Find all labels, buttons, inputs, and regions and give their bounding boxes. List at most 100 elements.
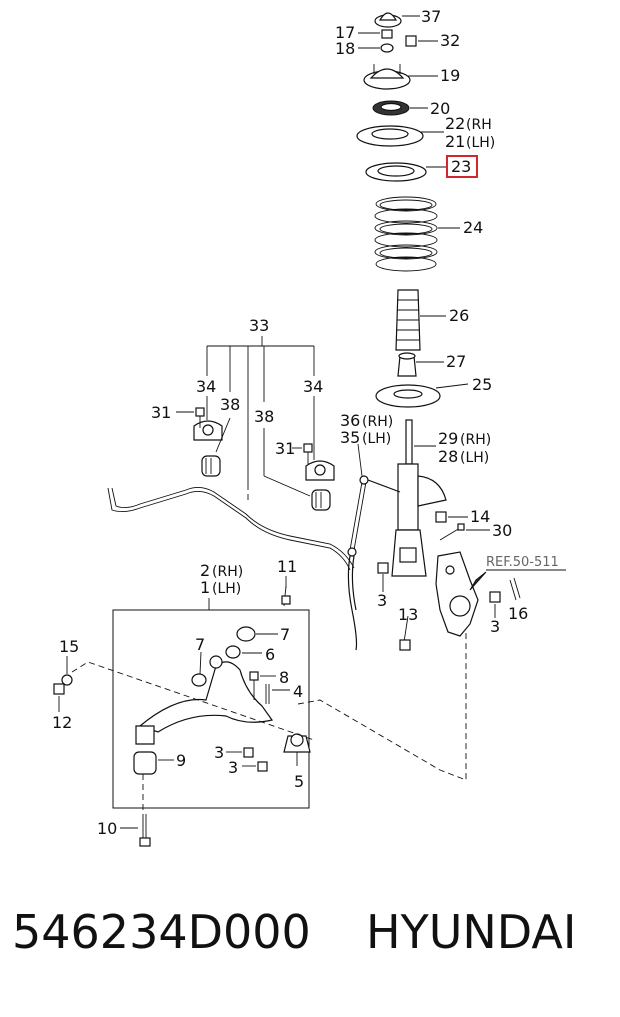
callout-11: 11 [277, 557, 297, 576]
callout-35-side: (LH) [362, 431, 391, 447]
callout-29: 29 [438, 429, 458, 448]
brand-name: HYUNDAI [366, 905, 577, 959]
bushing-7-right[interactable] [236, 626, 256, 642]
callout-12: 12 [52, 713, 72, 732]
callout-16: 16 [508, 604, 528, 623]
callout-27: 27 [446, 352, 466, 371]
nut-3-link[interactable] [377, 562, 389, 574]
callout-10: 10 [97, 819, 117, 838]
callout-1: 1 [200, 578, 210, 597]
callout-15: 15 [59, 637, 79, 656]
bolt-31-left[interactable] [195, 407, 205, 428]
nut-14[interactable] [435, 511, 447, 523]
callout-19: 19 [440, 66, 460, 85]
bolt-11[interactable] [281, 585, 291, 607]
bushing-7-left[interactable] [191, 673, 207, 687]
exploded-parts-diagram: 37 17 18 32 19 20 22 (RH 21 (LH) 23 [52, 7, 566, 847]
ball-joint-5[interactable] [283, 733, 311, 766]
part-number: 546234D000 [12, 905, 311, 959]
callout-25: 25 [472, 375, 492, 394]
callout-35: 35 [340, 428, 360, 447]
bump-stopper-27[interactable] [397, 352, 417, 377]
bolt-10[interactable] [139, 814, 151, 847]
bushing-9[interactable] [133, 751, 157, 775]
callout-23: 23 [451, 157, 471, 176]
callout-4: 4 [293, 682, 303, 701]
reference-arrow [469, 571, 487, 591]
callout-7-left: 7 [195, 635, 205, 654]
steering-knuckle[interactable] [435, 551, 479, 637]
nut-17[interactable] [381, 29, 393, 39]
callout-28-side: (LH) [460, 450, 489, 466]
bolt-13[interactable] [399, 615, 411, 651]
strut-mount-19[interactable] [363, 64, 411, 90]
callout-32: 32 [440, 31, 460, 50]
callout-33: 33 [249, 316, 269, 335]
product-footer: 546234D000 HYUNDAI [0, 905, 620, 985]
highlight-box-23[interactable] [446, 155, 478, 178]
callout-3-arm-a: 3 [214, 743, 224, 762]
callout-8: 8 [279, 668, 289, 687]
spring-pad-23[interactable] [365, 162, 427, 182]
coil-spring-24[interactable] [374, 196, 438, 272]
callout-13: 13 [398, 605, 418, 624]
callout-36-side: (RH) [362, 414, 393, 430]
callout-26: 26 [449, 306, 469, 325]
callout-31-left: 31 [151, 403, 171, 422]
callout-28: 28 [438, 447, 458, 466]
callout-30: 30 [492, 521, 512, 540]
stabilizer-link-35-36[interactable] [347, 475, 401, 651]
callout-2-side: (RH) [212, 564, 243, 580]
strut-assembly-28-29[interactable] [391, 419, 447, 577]
callout-38-right: 38 [254, 407, 274, 426]
clip-16[interactable] [509, 577, 521, 601]
callout-18: 18 [335, 39, 355, 58]
callout-7-right: 7 [280, 625, 290, 644]
stud-4[interactable] [265, 684, 270, 704]
washer-18[interactable] [380, 43, 394, 53]
bushing-38-right[interactable] [311, 489, 331, 511]
lower-control-arm[interactable] [135, 655, 274, 745]
nut-3-knuckle[interactable] [489, 591, 501, 603]
callout-37: 37 [421, 7, 441, 26]
callout-34-right: 34 [303, 377, 323, 396]
assembly-line-ball-joint [297, 630, 467, 781]
reference-label[interactable]: REF.50-511 [486, 555, 559, 570]
spring-seat-upper-21-22[interactable] [356, 125, 424, 147]
callout-31-right: 31 [275, 439, 295, 458]
nut-32[interactable] [405, 35, 417, 47]
bolt-31-right[interactable] [303, 443, 313, 464]
callout-22: 22 [445, 114, 465, 133]
bolt-30[interactable] [439, 523, 465, 541]
callout-22-side: (RH [466, 117, 492, 133]
bearing-20[interactable] [372, 100, 410, 116]
nut-15[interactable] [61, 674, 73, 686]
callout-21-side: (LH) [466, 135, 495, 151]
callout-17: 17 [335, 23, 355, 42]
callout-9: 9 [176, 751, 186, 770]
callout-34-left: 34 [196, 377, 216, 396]
callout-1-side: (LH) [212, 581, 241, 597]
nut-12[interactable] [53, 683, 65, 695]
nut-3-arm-b[interactable] [257, 761, 268, 772]
callout-2: 2 [200, 561, 210, 580]
callout-3-arm-b: 3 [228, 758, 238, 777]
stabilizer-bar-33[interactable] [107, 487, 355, 571]
callout-20: 20 [430, 99, 450, 118]
bushing-6[interactable] [225, 645, 241, 659]
callout-24: 24 [463, 218, 483, 237]
bushing-bracket-34-left[interactable] [193, 420, 223, 441]
callout-5: 5 [294, 772, 304, 791]
nut-3-arm-a[interactable] [243, 747, 254, 758]
top-cap-37[interactable] [374, 12, 402, 28]
callout-6: 6 [265, 645, 275, 664]
bushing-38-left[interactable] [201, 455, 221, 477]
bushing-bracket-34-right[interactable] [305, 460, 335, 481]
bolt-8[interactable] [249, 671, 259, 700]
callout-36: 36 [340, 411, 360, 430]
callout-14: 14 [470, 507, 490, 526]
dust-boot-26[interactable] [395, 289, 421, 351]
callout-29-side: (RH) [460, 432, 491, 448]
lower-spring-seat-25[interactable] [375, 384, 441, 408]
callout-3-link: 3 [377, 591, 387, 610]
